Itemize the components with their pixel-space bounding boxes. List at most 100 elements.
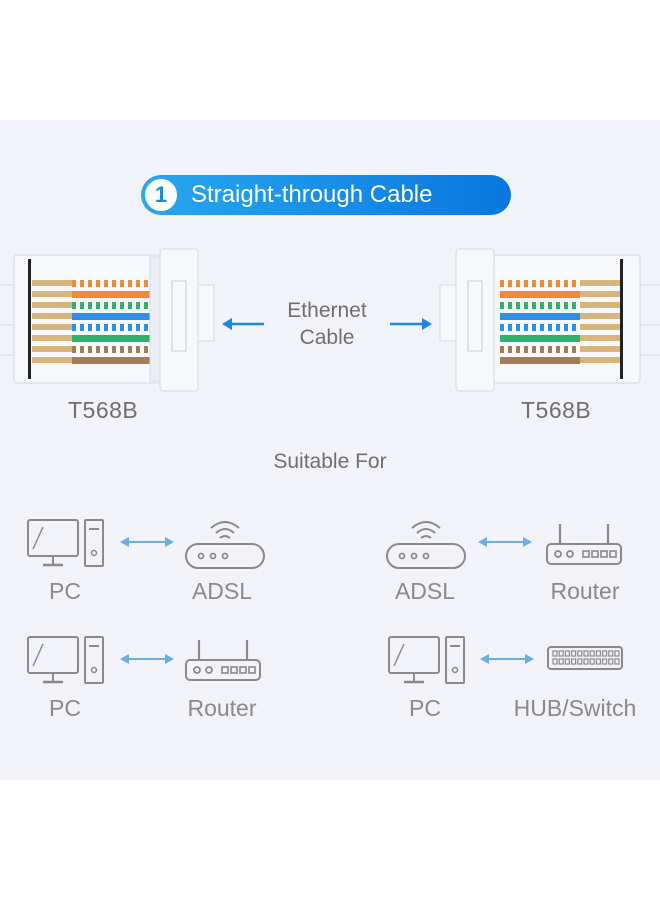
- wire-stripe: [548, 346, 552, 353]
- wire-stripe: [532, 280, 536, 287]
- hub-port: [558, 658, 564, 665]
- right-standard-label: T568B: [521, 397, 592, 423]
- wire-stripe: [112, 280, 116, 287]
- pair1-right-label: ADSL: [191, 578, 253, 604]
- wire: [500, 357, 580, 364]
- wire-stripe: [136, 280, 140, 287]
- connector-pin: [580, 324, 620, 330]
- wire-stripe: [96, 324, 100, 331]
- hub-port: [589, 650, 595, 657]
- wire-stripe: [516, 280, 520, 287]
- rj45-connector-left: [0, 248, 215, 392]
- wire-stripe: [80, 302, 84, 309]
- connector-pin: [580, 291, 620, 297]
- wire-stripe: [104, 280, 108, 287]
- wire-stripe: [508, 280, 512, 287]
- wire-stripe: [144, 324, 148, 331]
- wire-stripe: [564, 280, 568, 287]
- wire-stripe: [548, 302, 552, 309]
- wire: [72, 313, 152, 320]
- wire: [72, 335, 152, 342]
- wire: [72, 357, 152, 364]
- section-number-badge: 1: [145, 179, 177, 211]
- double-arrow-icon: [480, 654, 534, 664]
- pair2-right-label: Router: [550, 578, 620, 604]
- wire-stripe: [136, 346, 140, 353]
- wire-stripe: [556, 346, 560, 353]
- pair3-right-label: Router: [187, 695, 257, 721]
- wire-stripe: [548, 280, 552, 287]
- hub-port: [564, 650, 570, 657]
- arrow-right-icon: [390, 318, 432, 330]
- wire-stripe: [120, 346, 124, 353]
- wire-stripe: [96, 280, 100, 287]
- wire-stripe: [88, 346, 92, 353]
- wire-stripe: [88, 324, 92, 331]
- double-arrow-icon: [478, 537, 532, 547]
- wire-stripe: [540, 280, 544, 287]
- hub-port: [571, 650, 577, 657]
- connector-pin: [32, 335, 72, 341]
- wire-stripe: [500, 324, 504, 331]
- connector-pin: [580, 346, 620, 352]
- section-title: Straight-through Cable: [191, 181, 433, 208]
- wire-stripe: [120, 280, 124, 287]
- wire-stripe: [96, 346, 100, 353]
- wire-stripe: [516, 346, 520, 353]
- wire-stripe: [572, 302, 576, 309]
- wire-stripe: [524, 280, 528, 287]
- wire-stripe: [136, 302, 140, 309]
- hub-port: [564, 658, 570, 665]
- connector-pin: [32, 313, 72, 319]
- wire-stripe: [72, 280, 76, 287]
- pair2-left-label: ADSL: [394, 578, 456, 604]
- wire-stripe: [556, 302, 560, 309]
- wire-stripe: [500, 280, 504, 287]
- ethernet-label-line2: Cable: [299, 326, 355, 349]
- wire-stripe: [128, 302, 132, 309]
- wire-stripe: [540, 302, 544, 309]
- wire-stripe: [88, 280, 92, 287]
- hub-port: [558, 650, 564, 657]
- hub-port: [589, 658, 595, 665]
- hub-port: [583, 658, 589, 665]
- wire-stripe: [112, 346, 116, 353]
- hub-port: [577, 658, 583, 665]
- hub-port: [552, 658, 558, 665]
- wire-stripe: [144, 302, 148, 309]
- wire-stripe: [80, 280, 84, 287]
- wire-stripe: [540, 324, 544, 331]
- wire-stripe: [532, 346, 536, 353]
- wire-stripe: [128, 346, 132, 353]
- wire-stripe: [524, 324, 528, 331]
- wire: [72, 291, 152, 298]
- hub-port: [577, 650, 583, 657]
- wire-stripe: [548, 324, 552, 331]
- hub-port: [595, 650, 602, 657]
- hub-port: [595, 658, 602, 665]
- pc-icon: [27, 519, 104, 567]
- wire-stripe: [104, 324, 108, 331]
- wire-stripe: [500, 302, 504, 309]
- hub-port: [601, 658, 608, 665]
- connector-pin: [32, 346, 72, 352]
- wire-stripe: [556, 280, 560, 287]
- rj45-connector-right: [439, 248, 660, 392]
- wire-stripe: [72, 324, 76, 331]
- wire-stripe: [96, 302, 100, 309]
- wire-stripe: [572, 280, 576, 287]
- suitable-for-heading: Suitable For: [273, 450, 387, 473]
- wire-stripe: [516, 302, 520, 309]
- pc-icon: [388, 636, 465, 684]
- ethernet-label-line1: Ethernet: [287, 299, 367, 322]
- wire-stripe: [516, 324, 520, 331]
- wire-stripe: [120, 324, 124, 331]
- connector-pin: [32, 302, 72, 308]
- wire-stripe: [532, 324, 536, 331]
- hub-port: [614, 658, 620, 665]
- wire-stripe: [80, 324, 84, 331]
- connector-pin: [580, 335, 620, 341]
- wire-stripe: [144, 346, 148, 353]
- wire-stripe: [564, 324, 568, 331]
- wire-stripe: [508, 302, 512, 309]
